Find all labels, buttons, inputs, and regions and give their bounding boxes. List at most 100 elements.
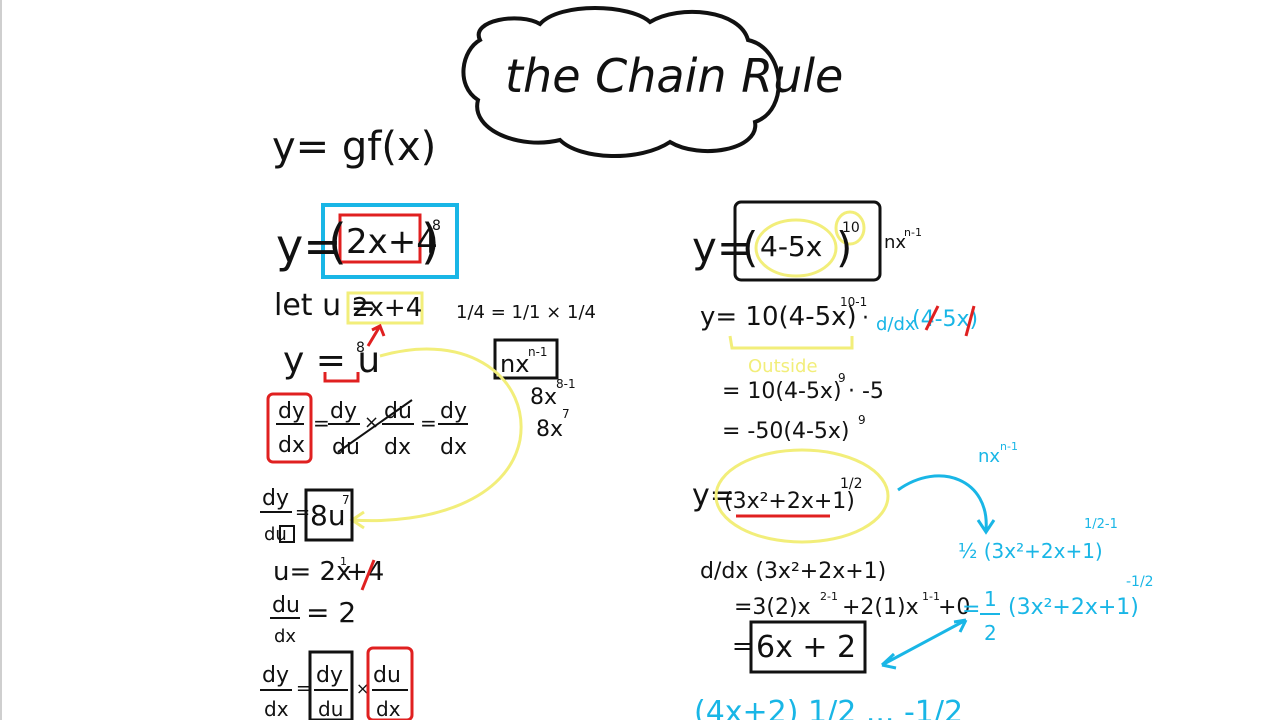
r-deriv-exp1: 2-1 — [820, 590, 838, 603]
r-line3-tail: · -5 — [848, 379, 884, 404]
dudx-den: dx — [274, 626, 296, 647]
dudx-num: du — [272, 593, 300, 618]
final-num-c: du — [373, 663, 401, 688]
r-yellow-ring-exp — [834, 210, 866, 246]
r-four-strike — [924, 305, 940, 331]
dydu-u-box — [279, 525, 295, 543]
u-value: 2x+4 — [352, 293, 422, 323]
eq-c: = — [295, 502, 310, 523]
eight-x7-exp: 7 — [562, 407, 570, 421]
r-blue-curved-arrow — [897, 474, 996, 535]
y-u8-exp: 8 — [356, 340, 365, 356]
r-blue2-num: 1 — [984, 587, 997, 611]
r-nxn-exp: n-1 — [904, 226, 922, 239]
fraction-note: 1/4 = 1/1 × 1/4 — [456, 302, 596, 323]
black-box-dydu — [308, 650, 354, 720]
r-line3-exp: 9 — [838, 371, 846, 385]
red-inner-box — [338, 213, 422, 264]
eq-a: = — [313, 411, 330, 435]
final-den-c: dx — [376, 697, 401, 720]
eq-d: = — [296, 678, 311, 699]
r-blue-nxn: nx — [978, 446, 1000, 467]
y-equals-1: y= — [276, 219, 342, 273]
paren-open-1: ( — [328, 214, 347, 270]
r-nxn: nx — [884, 232, 906, 253]
r-deriv-line: =3(2)x — [734, 595, 811, 620]
eq-b: = — [420, 411, 437, 435]
dydu-den: du — [264, 524, 287, 545]
r-line4: = -50(4-5x) — [722, 419, 849, 444]
final-den-a: dx — [264, 697, 289, 720]
inner-function: 2x+4 — [346, 222, 438, 262]
r-black-box — [733, 200, 882, 282]
r-bottom-partial: (4x+2) 1/2 ... -1/2 — [694, 695, 963, 720]
r-blue-nxn-exp: n-1 — [1000, 440, 1018, 453]
r-line3: = 10(4-5x) — [722, 379, 842, 404]
power-rule-base: nx — [500, 350, 529, 378]
r-deriv-exp2: 1-1 — [922, 590, 940, 603]
y-u8: y = u — [283, 340, 380, 381]
title: the Chain Rule — [505, 49, 843, 103]
u-one-exp: 1 — [340, 555, 347, 568]
r-expr1: 4-5x — [760, 230, 822, 263]
r-result: 6x + 2 — [756, 630, 856, 665]
final-num-a: dy — [262, 663, 289, 688]
cancel-slash — [337, 399, 413, 453]
final-num-b: dy — [316, 663, 343, 688]
paren-close-1: ) — [421, 214, 440, 270]
r-ddx-blue: d/dx — [876, 314, 916, 335]
final-den-b: du — [318, 697, 343, 720]
r-blue2-eq: = — [962, 597, 980, 622]
times-a: × — [364, 412, 379, 433]
dydx-red-bracket — [266, 392, 313, 464]
r-y3-half: 1/2 — [840, 476, 863, 492]
eight-u-exp: 7 — [342, 493, 350, 507]
u-red-underline — [323, 372, 360, 383]
r-blue1: ½ (3x²+2x+1) — [958, 539, 1103, 563]
u-eq-line: u= 2x — [273, 557, 351, 587]
r-y-eq-3: y= — [692, 478, 735, 513]
y-gf-x: y= gf(x) — [272, 124, 436, 170]
title-cloud — [461, 6, 781, 158]
times-b: × — [356, 679, 369, 698]
r-paren-close: ) — [836, 223, 852, 272]
r-deriv-mid: +2(1)x — [842, 595, 919, 620]
r-yellow-ring-3 — [714, 448, 890, 544]
r-x-strike — [964, 305, 976, 337]
r-yellow-ring-inner — [754, 218, 838, 278]
r-y3-expr: (3x²+2x+1) — [724, 489, 855, 514]
frac1-den: dx — [278, 433, 305, 458]
r-result-eq: = — [732, 632, 752, 660]
power-rule-exp: n-1 — [528, 345, 548, 359]
frac4-den: dx — [440, 435, 467, 460]
r-paren-open: ( — [742, 223, 758, 272]
red-box-dudx — [366, 646, 414, 720]
r-blue-double-arrow — [880, 618, 968, 670]
frac2-num: dy — [330, 399, 357, 424]
eight-u-box — [304, 488, 354, 542]
exponent-8: 8 — [432, 218, 441, 234]
r-ddx-line: d/dx (3x²+2x+1) — [700, 559, 886, 584]
eight-x-exp: 8-1 — [556, 377, 576, 391]
r-outside-label: Outside — [748, 356, 818, 377]
r-deriv-tail: +0 — [938, 595, 970, 620]
r-blue2-expr: (3x²+2x+1) — [1008, 595, 1139, 620]
r-result-box — [749, 620, 867, 674]
eight-u: 8u — [310, 499, 346, 532]
frac3-den: dx — [384, 435, 411, 460]
r-outside-bracket — [728, 335, 854, 350]
r-line2: y= 10(4-5x) — [700, 302, 857, 332]
r-blue1-exp: 1/2-1 — [1084, 517, 1118, 532]
power-rule-box — [493, 338, 559, 380]
frac1-num: dy — [278, 399, 305, 424]
red-arrow-up — [366, 323, 386, 347]
dudx-eq: = 2 — [306, 596, 356, 629]
r-blue2-exp: -1/2 — [1126, 574, 1154, 590]
r-y-eq-1: y= — [692, 223, 752, 272]
r-line4-exp: 9 — [858, 413, 866, 427]
u-highlight-box — [346, 291, 424, 325]
r-line2-exp: 10-1 — [840, 295, 867, 309]
r-line2-dot: · — [862, 306, 869, 331]
blue-outer-box — [321, 203, 459, 279]
dydu-num: dy — [262, 486, 289, 511]
